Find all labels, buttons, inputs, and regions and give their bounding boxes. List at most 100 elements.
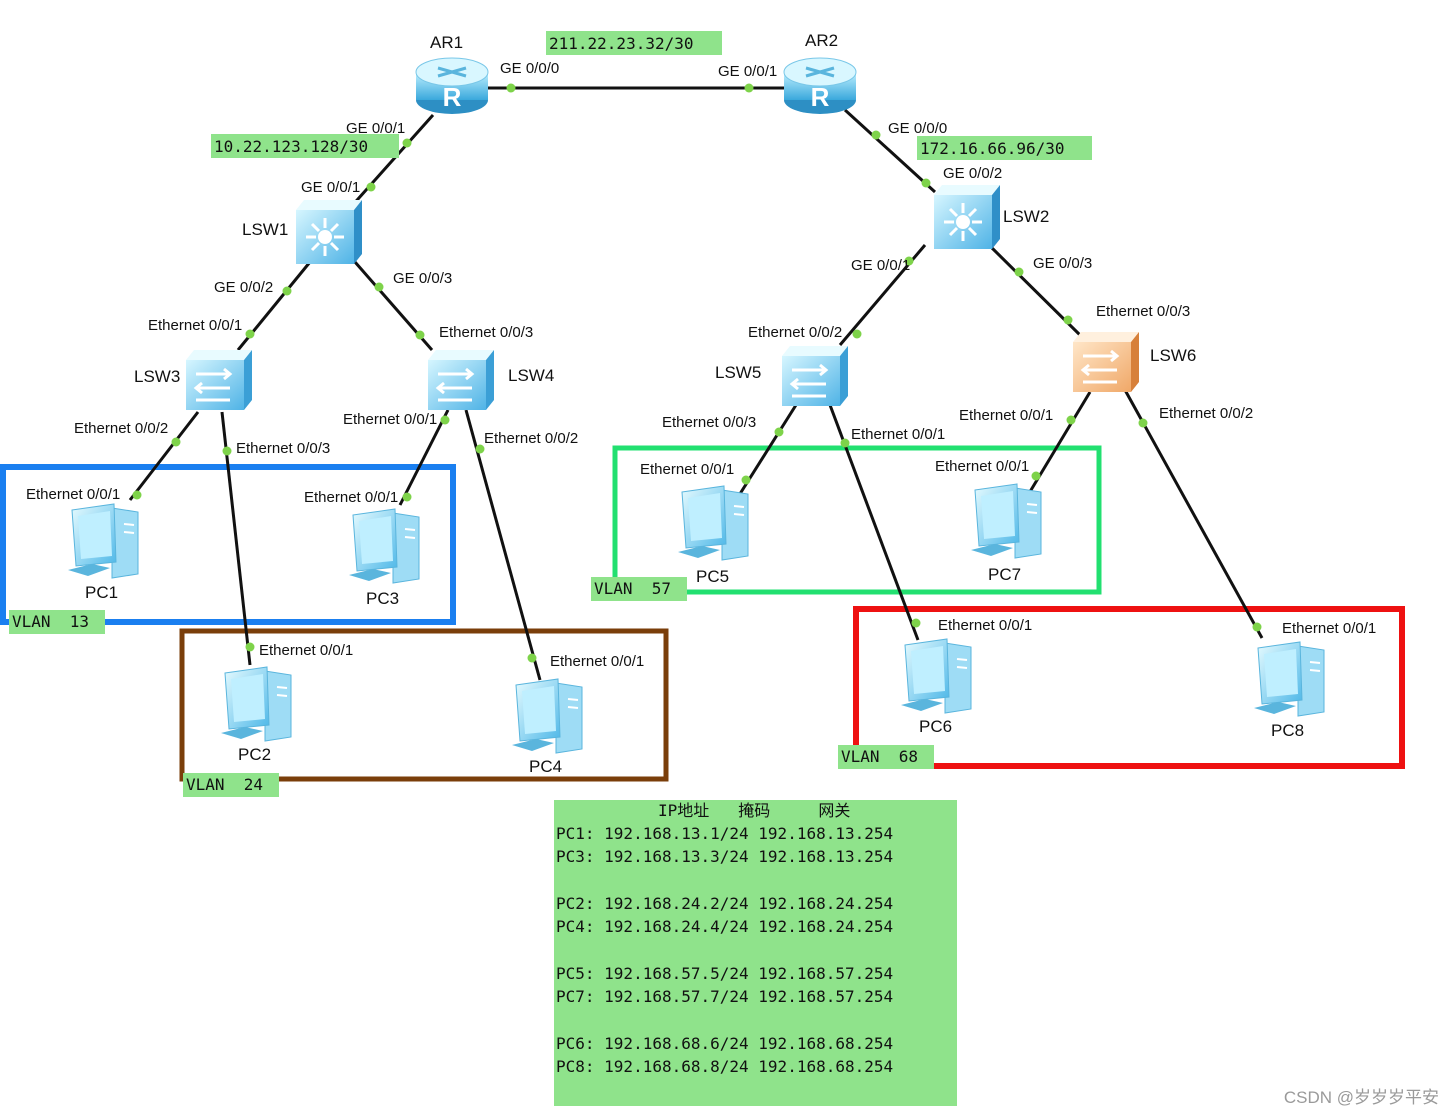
pc-icon-pc7[interactable]	[970, 483, 1042, 559]
port-label: Ethernet 0/0/1	[935, 458, 1029, 475]
device-label-pc3: PC3	[366, 589, 399, 608]
link-ar1-lsw1	[348, 114, 435, 209]
ip-table-row: PC1: 192.168.13.1/24 192.168.13.254	[556, 824, 894, 843]
port-label: Ethernet 0/0/1	[959, 407, 1053, 424]
port-label: GE 0/0/2	[214, 279, 273, 296]
l2-switch-icon-lsw4[interactable]	[426, 348, 496, 412]
l3-switch-icon-lsw2[interactable]	[932, 183, 1002, 251]
vlan-tag-bg	[183, 773, 279, 797]
pc-icon-pc8[interactable]	[1253, 641, 1325, 717]
subnet-ar1-lsw1: 10.22.123.128/30	[214, 137, 368, 156]
subnet-tag-bg	[546, 31, 722, 55]
port-label: Ethernet 0/0/2	[74, 420, 168, 437]
port-label: GE 0/0/3	[393, 270, 452, 287]
subnet-tag-bg	[917, 136, 1092, 160]
ip-address-table: IP地址 掩码 网关 PC1: 192.168.13.1/24 192.168.…	[554, 800, 957, 1106]
vlan57-box	[612, 445, 1102, 595]
device-label-pc1: PC1	[85, 583, 118, 602]
device-label-pc7: PC7	[988, 565, 1021, 584]
port-label: Ethernet 0/0/2	[748, 324, 842, 341]
vlan-tag-bg	[9, 610, 105, 634]
pc-icon-pc6[interactable]	[900, 638, 972, 714]
device-label-lsw1: LSW1	[242, 220, 288, 239]
port-label: Ethernet 0/0/1	[343, 411, 437, 428]
port-label: Ethernet 0/0/2	[484, 430, 578, 447]
vlan-tag-bg	[591, 577, 687, 601]
ip-table-row: PC4: 192.168.24.4/24 192.168.24.254	[556, 917, 894, 936]
l2-switch-icon-lsw5[interactable]	[780, 344, 850, 408]
port-label: Ethernet 0/0/1	[1282, 620, 1376, 637]
port-label: GE 0/0/1	[346, 120, 405, 137]
ip-header-mask: 掩码	[738, 801, 771, 820]
device-label-pc5: PC5	[696, 567, 729, 586]
port-label: GE 0/0/2	[943, 165, 1002, 182]
vlan24-box	[179, 628, 669, 782]
device-label-pc4: PC4	[529, 757, 562, 776]
subnet-tag-bg	[211, 134, 399, 158]
port-label: Ethernet 0/0/3	[236, 440, 330, 457]
ip-table-row: PC8: 192.168.68.8/24 192.168.68.254	[556, 1057, 894, 1076]
router-icon-ar1[interactable]	[414, 56, 490, 116]
device-label-lsw5: LSW5	[715, 363, 761, 382]
pc-icon-pc5[interactable]	[677, 485, 749, 561]
ip-table-row: PC6: 192.168.68.6/24 192.168.68.254	[556, 1034, 894, 1053]
pc-icon-pc1[interactable]	[67, 503, 139, 579]
device-label-lsw4: LSW4	[508, 366, 554, 385]
vlan68-box	[853, 606, 1405, 769]
ip-header-gateway: 网关	[818, 801, 851, 820]
device-label-lsw2: LSW2	[1003, 207, 1049, 226]
port-label: Ethernet 0/0/1	[304, 489, 398, 506]
link-lsw4-pc3	[398, 409, 450, 506]
pc-icon-pc2[interactable]	[220, 666, 292, 742]
ip-table-row: PC2: 192.168.24.2/24 192.168.24.254	[556, 894, 894, 913]
port-label: GE 0/0/3	[1033, 255, 1092, 272]
pc-icon-pc4[interactable]	[511, 678, 583, 754]
port-label: GE 0/0/0	[888, 120, 947, 137]
port-label: Ethernet 0/0/1	[938, 617, 1032, 634]
port-label: GE 0/0/1	[718, 63, 777, 80]
device-label-ar1: AR1	[430, 33, 463, 52]
router-icon-ar2[interactable]	[782, 56, 858, 116]
port-label: Ethernet 0/0/3	[439, 324, 533, 341]
port-label: Ethernet 0/0/1	[550, 653, 644, 670]
port-dots	[132, 83, 1262, 663]
port-label: GE 0/0/1	[301, 179, 360, 196]
vlan-tag-bg	[838, 745, 934, 769]
port-label: Ethernet 0/0/1	[26, 486, 120, 503]
subnet-ar1-ar2: 211.22.23.32/30	[549, 34, 694, 53]
watermark: CSDN @岁岁岁平安	[1283, 1088, 1439, 1107]
vlan-tag-57: VLAN 57	[594, 579, 671, 598]
port-label: Ethernet 0/0/1	[851, 426, 945, 443]
device-label-lsw6: LSW6	[1150, 346, 1196, 365]
ip-table-header: IP地址 掩码 网关	[554, 800, 957, 822]
device-label-pc8: PC8	[1271, 721, 1304, 740]
device-label-pc6: PC6	[919, 717, 952, 736]
port-label: GE 0/0/1	[851, 257, 910, 274]
pc-icon-pc3[interactable]	[348, 508, 420, 584]
port-label: Ethernet 0/0/3	[662, 414, 756, 431]
port-label: Ethernet 0/0/2	[1159, 405, 1253, 422]
link-lsw6-pc8	[1123, 389, 1264, 639]
port-label: Ethernet 0/0/1	[259, 642, 353, 659]
port-label: Ethernet 0/0/3	[1096, 303, 1190, 320]
device-label-pc2: PC2	[238, 745, 271, 764]
vlan-tag-13: VLAN 13	[12, 612, 89, 631]
ip-header-ip: IP地址	[658, 801, 710, 820]
link-lsw4-pc4	[464, 409, 542, 681]
l3-switch-icon-lsw1[interactable]	[294, 198, 364, 266]
port-label: Ethernet 0/0/1	[148, 317, 242, 334]
link-lsw3-pc1	[128, 411, 200, 501]
l2-switch-icon-lsw3[interactable]	[184, 348, 254, 412]
link-ar2-lsw2	[843, 108, 937, 194]
vlan-tag-24: VLAN 24	[186, 775, 263, 794]
l2-switch-icon-lsw6[interactable]	[1071, 330, 1141, 394]
port-label: Ethernet 0/0/1	[640, 461, 734, 478]
ip-table-row: PC3: 192.168.13.3/24 192.168.13.254	[556, 847, 894, 866]
device-label-lsw3: LSW3	[134, 367, 180, 386]
port-label: GE 0/0/0	[500, 60, 559, 77]
ip-table-row: PC5: 192.168.57.5/24 192.168.57.254	[556, 964, 894, 983]
device-label-ar2: AR2	[805, 31, 838, 50]
ip-table-row: PC7: 192.168.57.7/24 192.168.57.254	[556, 987, 894, 1006]
subnet-ar2-lsw2: 172.16.66.96/30	[920, 139, 1065, 158]
